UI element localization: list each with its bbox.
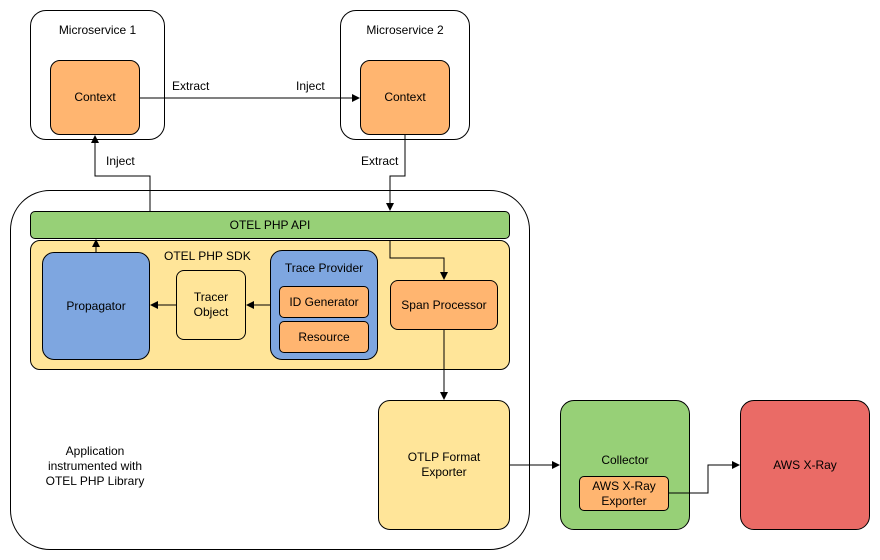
application-label: Application instrumented with OTEL PHP L…: [45, 444, 145, 488]
inject-label-top: Inject: [296, 79, 325, 93]
extract-label-top: Extract: [172, 79, 210, 93]
span-processor: Span Processor: [390, 280, 498, 330]
resource: Resource: [279, 321, 369, 353]
trace-provider-label: Trace Provider: [284, 261, 364, 275]
aws-xray: AWS X-Ray: [740, 400, 870, 530]
microservice-1-context: Context: [50, 60, 140, 135]
propagator: Propagator: [42, 252, 150, 360]
extract-label-down: Extract: [361, 154, 399, 168]
otlp-format-exporter: OTLP Format Exporter: [378, 400, 510, 530]
collector-label: Collector: [601, 453, 649, 467]
microservice-2-title: Microservice 2: [366, 23, 444, 37]
tracer-object: Tracer Object: [176, 270, 246, 340]
aws-xray-exporter: AWS X-Ray Exporter: [579, 476, 669, 511]
otel-sdk-label: OTEL PHP SDK: [164, 249, 251, 263]
microservice-1-title: Microservice 1: [58, 23, 137, 37]
inject-label-up: Inject: [106, 154, 135, 168]
microservice-2-context: Context: [360, 60, 450, 135]
otel-api-bar: OTEL PHP API: [30, 211, 510, 239]
id-generator: ID Generator: [279, 286, 369, 318]
